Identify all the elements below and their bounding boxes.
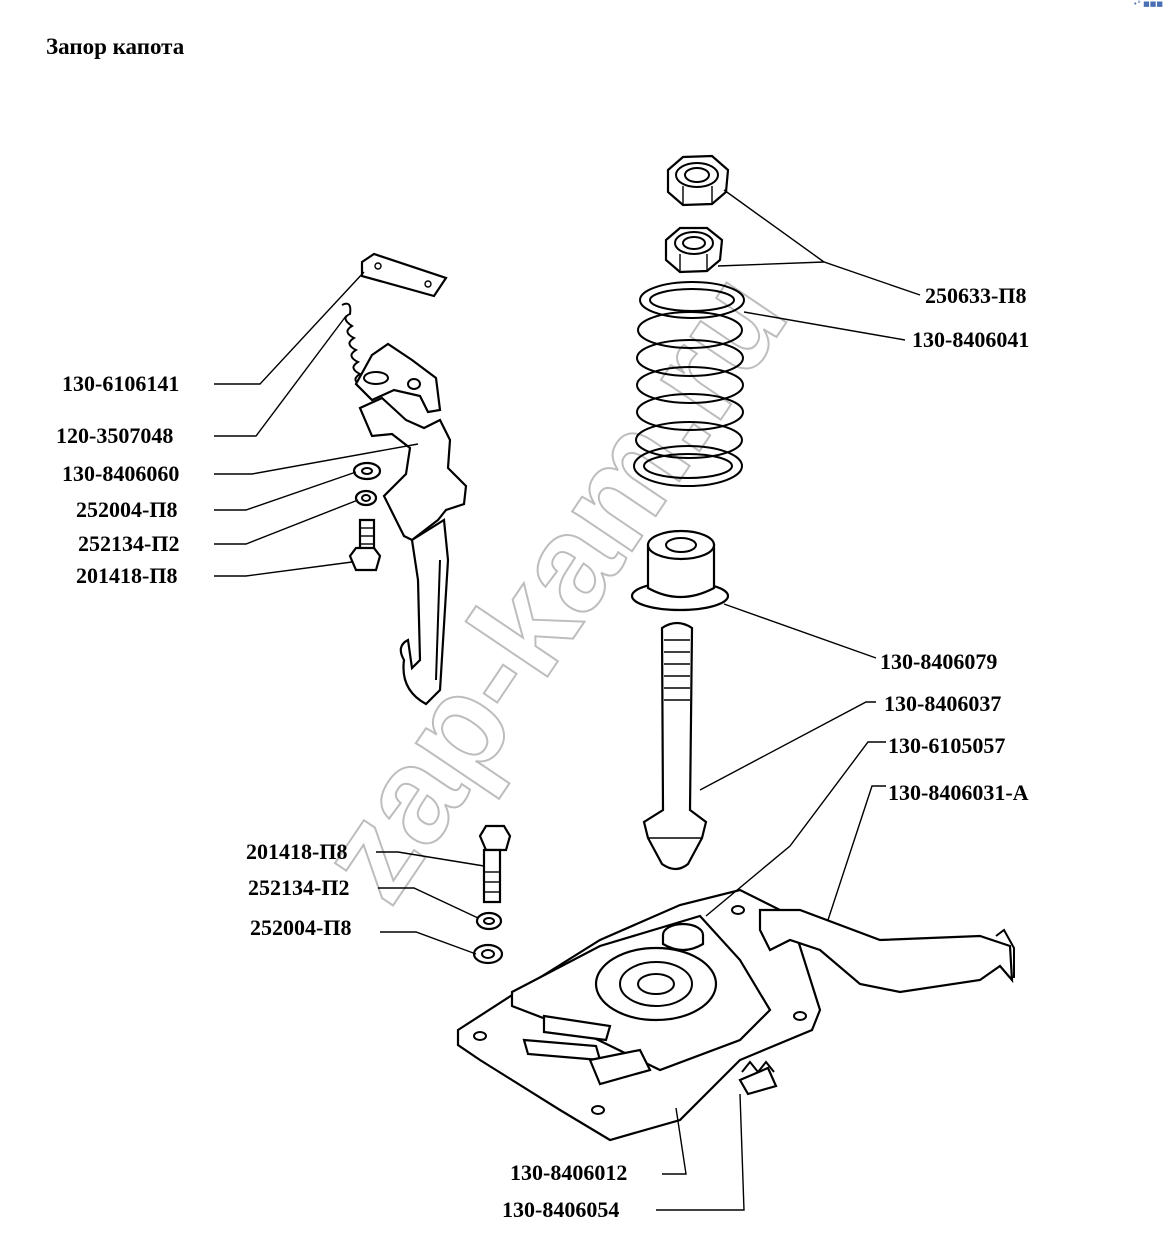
label-6106141: 130-6106141	[62, 371, 180, 396]
label-8406041: 130-8406041	[912, 327, 1030, 352]
label-201418-top: 201418-П8	[76, 563, 178, 588]
corner-mark: •° ■■■	[1133, 0, 1163, 8]
bottom-fasteners	[472, 824, 512, 965]
label-250633: 250633-П8	[925, 283, 1027, 308]
leader-lines	[214, 189, 921, 1211]
hex-nut-lower	[664, 226, 724, 274]
striker-pin	[642, 621, 708, 871]
label-8406012: 130-8406012	[510, 1160, 628, 1185]
coil-spring	[633, 281, 745, 487]
label-3507048: 120-3507048	[56, 423, 174, 448]
watermark: zap-kam.ru	[288, 246, 816, 926]
label-252134-top: 252134-П2	[78, 531, 180, 556]
lock-base	[456, 888, 1015, 1142]
spring-cup	[630, 529, 730, 612]
label-6105057: 130-6105057	[888, 733, 1006, 758]
label-252134-bottom: 252134-П2	[248, 875, 350, 900]
label-201418-bottom: 201418-П8	[246, 839, 348, 864]
label-8406031: 130-8406031-А	[888, 780, 1029, 805]
left-fasteners	[348, 461, 382, 572]
label-252004-bottom: 252004-П8	[250, 915, 352, 940]
hood-hook	[341, 252, 468, 706]
label-8406060: 130-8406060	[62, 461, 180, 486]
label-252004-top: 252004-П8	[76, 497, 178, 522]
label-8406037: 130-8406037	[884, 691, 1002, 716]
hex-nut-upper	[666, 154, 730, 207]
page-title: Запор капота	[46, 34, 185, 59]
label-8406054: 130-8406054	[502, 1197, 620, 1222]
label-8406079: 130-8406079	[880, 649, 998, 674]
